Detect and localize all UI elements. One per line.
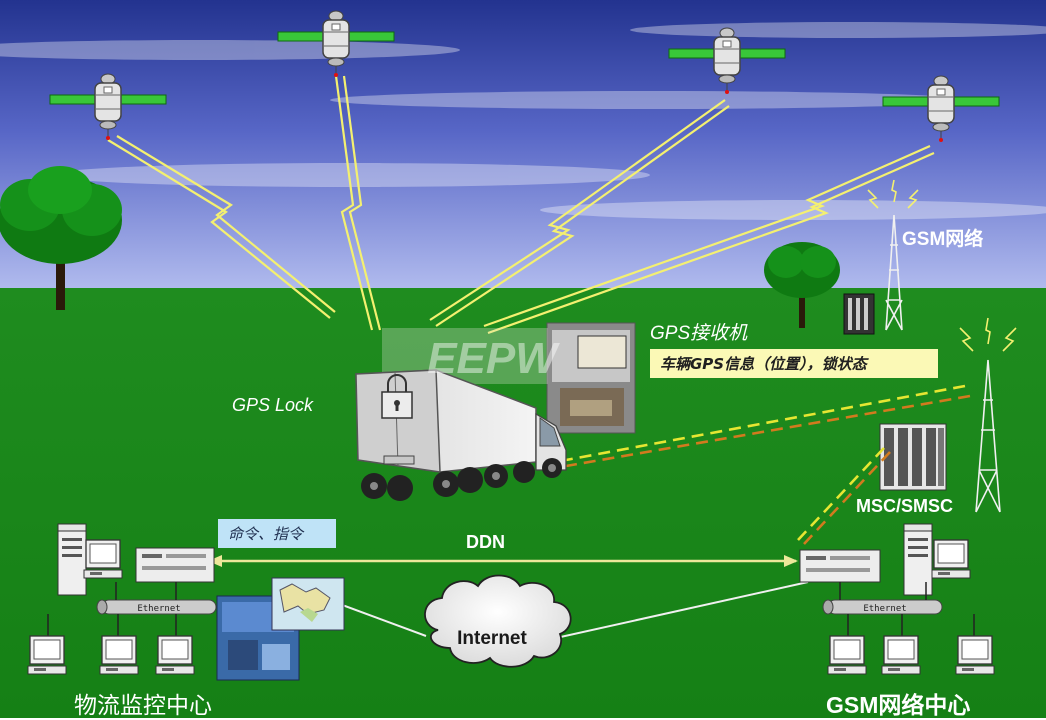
client-computer-icon [955,635,995,675]
ddn-link [208,555,798,567]
client-computer-icon [99,635,139,675]
gsm-center-equipment [799,523,995,675]
client-computer-icon [881,635,921,675]
msc-smsc-label: MSC/SMSC [856,496,954,516]
server-unit-icon [135,547,215,583]
ethernet-label-left: Ethernet [137,604,180,614]
map-thumbnail [271,577,345,631]
commands-box: 命令、指令 [218,519,336,548]
gsm-center-label: GSM网络中心 [826,692,971,718]
watermark-text: EEPW [427,334,560,383]
gsm-network-label: GSM网络 [902,229,984,250]
msc-server-rack-icon [879,423,947,491]
gps-lock-label: GPS Lock [232,395,314,415]
logistics-center-equipment [27,523,217,675]
gps-links [107,75,935,335]
logistics-center-label: 物流监控中心 [74,693,212,719]
server-unit-icon [799,549,881,583]
ethernet-label-right: Ethernet [863,604,906,614]
workstation-monitor-icon [83,539,123,579]
gsm-antenna-tower-icon [867,179,919,331]
gsm-links [565,384,971,545]
client-computer-icon [827,635,867,675]
server-tower-icon [903,523,933,596]
client-computer-icon [27,635,67,675]
gsm-base-station-icon [959,317,1017,513]
internet-cloud-icon [424,574,572,668]
internet-label: Internet [457,628,527,649]
sky [0,0,1046,290]
tree-left [0,166,122,310]
tree-right [764,242,840,328]
workstation-monitor-icon [931,539,971,579]
gps-receiver-label: GPS接收机 [650,323,748,344]
server-rack-small-icon [843,293,875,335]
gps-receiver-device-image [546,322,636,434]
ddn-label: DDN [466,532,505,552]
vehicle-status-box: 车辆GPS信息（位置），锁状态 [650,349,938,378]
server-tower-icon [57,523,87,596]
truck-icon [355,369,567,501]
client-computer-icon [155,635,195,675]
